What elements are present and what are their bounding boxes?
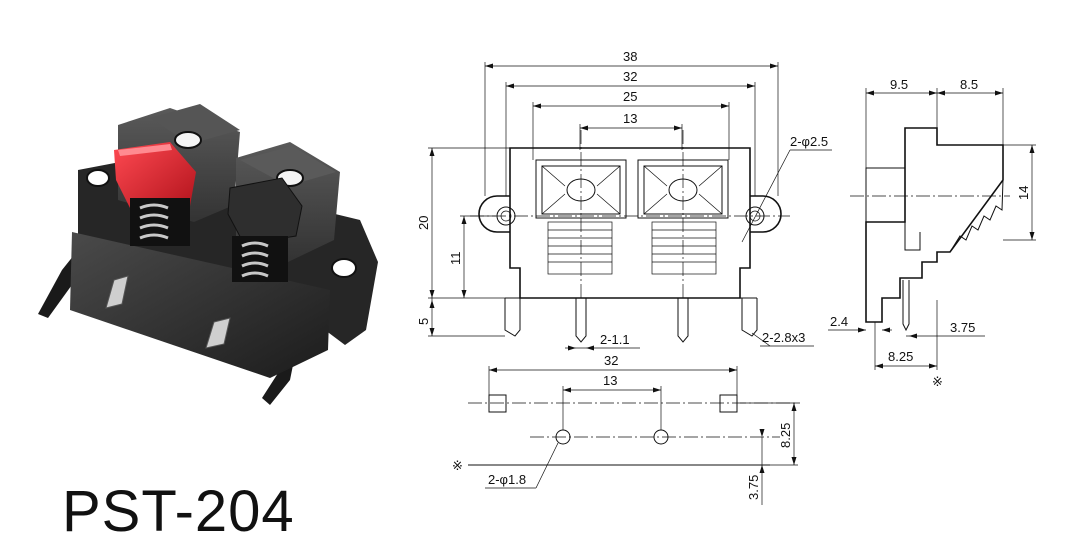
pcb-pin-hole-right [653,429,669,445]
dim-overall-width: 38 [623,49,637,64]
housing-body [70,232,330,378]
dim-overall-height: 20 [416,216,431,230]
side-view: 9.5 8.5 14 [828,77,1036,389]
pcb-layout: 32 13 ※ 8.25 3.75 [452,353,800,505]
pin-right [205,317,231,349]
wire-hole-left [174,131,202,149]
dim-side-height: 14 [1016,186,1031,200]
dim-pin-hole-callout: 2-φ1.8 [488,472,526,487]
dim-front-depth: 8.5 [960,77,978,92]
dim-mount-hole-callout: 2-φ2.5 [790,134,828,149]
dim-tab-spacing: 32 [604,353,618,368]
pcb-ref-mark: ※ [452,458,463,473]
dim-edge-offset: 3.75 [746,475,761,500]
dim-pin-offset: 3.75 [950,320,975,335]
dim-pin-length: 5 [416,318,431,325]
black-lever [227,177,303,245]
dim-terminal-spacing: 13 [623,111,637,126]
flange-hole-left [86,169,110,187]
spring-left [139,203,169,240]
dim-hole-height: 11 [448,252,463,266]
red-lever [114,142,196,212]
dim-tab-offset: 2.4 [830,314,848,329]
front-housing-outline [509,147,751,299]
dim-row-offset: 8.25 [778,423,793,448]
dim-mount-hole-spacing: 32 [623,69,637,84]
pcb-tab-pad-left [488,394,507,413]
dim-rear-depth: 9.5 [890,77,908,92]
dim-pin-spacing: 13 [603,373,617,388]
dim-tab-callout: 2-2.8x3 [762,330,805,345]
model-label: PST-204 [62,479,295,544]
spring-right [241,241,269,278]
side-ref-mark: ※ [932,374,943,389]
side-housing-outline [865,127,1004,323]
front-view: 38 32 25 13 [416,49,832,351]
dim-base-depth: 8.25 [888,349,913,364]
flange-hole-right [331,258,357,278]
pin-left [105,275,129,309]
pcb-pin-hole-left [555,429,571,445]
pcb-tab-pad-right [719,394,738,413]
product-photo [38,104,378,405]
dim-pin-width: 2-1.1 [600,332,630,347]
dim-body-width: 25 [623,89,637,104]
